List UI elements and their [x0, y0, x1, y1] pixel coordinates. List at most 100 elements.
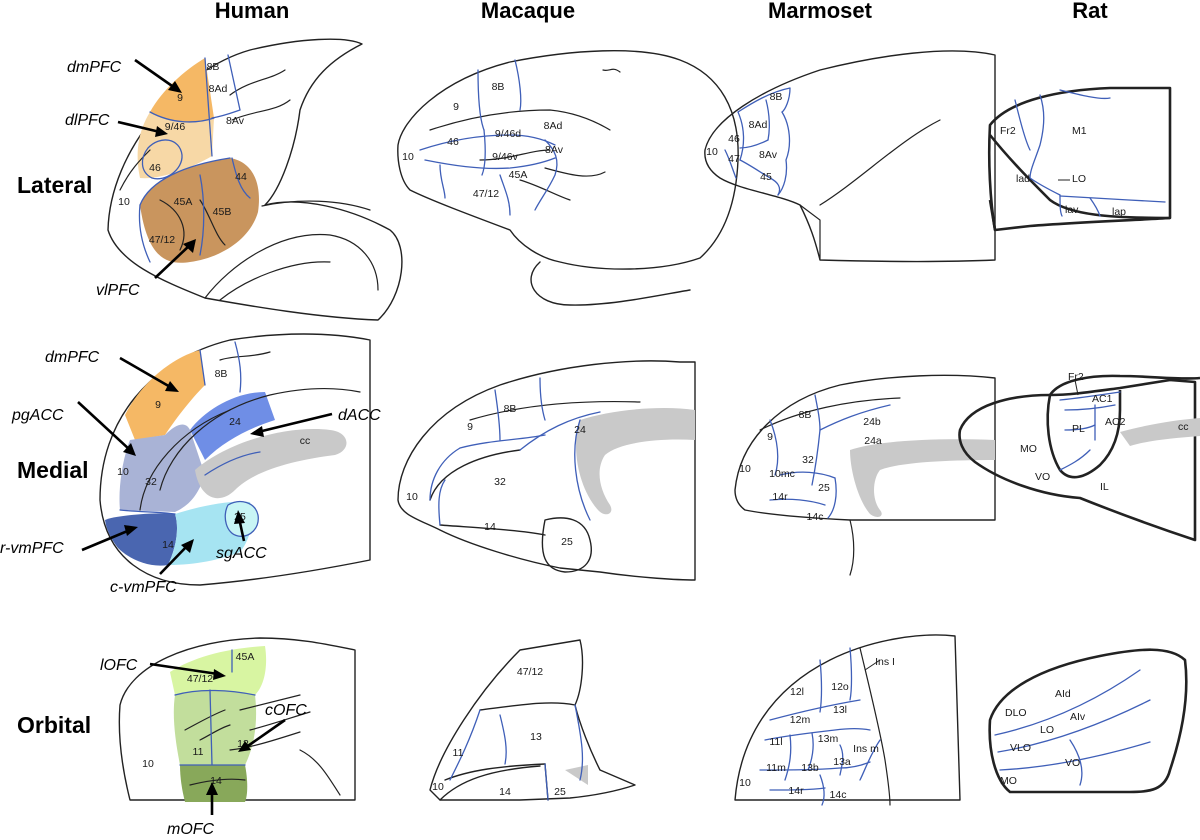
svg-text:AIv: AIv: [1070, 711, 1086, 723]
svg-text:9: 9: [767, 431, 773, 443]
human-orb-cofc: [173, 690, 257, 765]
rat-orbital-brain: DLO AId AIv LO VLO VO MO: [988, 648, 1188, 794]
svg-text:10: 10: [432, 781, 444, 793]
row-label-lateral: Lateral: [17, 172, 92, 198]
svg-text:45A: 45A: [236, 651, 255, 663]
svg-text:32: 32: [802, 454, 814, 466]
svg-text:8Ad: 8Ad: [544, 120, 563, 132]
svg-text:MO: MO: [1020, 443, 1037, 455]
svg-text:12o: 12o: [831, 681, 849, 693]
svg-text:10: 10: [402, 151, 414, 163]
label-human-med-rvmpfc: r-vmPFC: [0, 540, 64, 557]
label-human-med-cvmpfc: c-vmPFC: [110, 579, 177, 596]
svg-text:32: 32: [494, 476, 506, 488]
human-dmpfc-region: [150, 58, 214, 122]
svg-text:lad: lad: [1016, 173, 1030, 185]
human-medial-brain: 8B 9 24 cc 10 32 25 14 dmPFC pgACC dACC …: [0, 333, 381, 596]
svg-text:14r: 14r: [788, 785, 804, 797]
svg-text:10: 10: [142, 758, 154, 770]
svg-text:12l: 12l: [790, 686, 804, 698]
svg-text:cc: cc: [300, 435, 311, 447]
human-lateral-brain: 8B 9 8Ad 9/46 8Av 46 10 44 45A 45B 47/12…: [65, 38, 403, 321]
label-human-lat-dlpfc: dlPFC: [65, 112, 110, 129]
svg-text:10: 10: [739, 777, 751, 789]
svg-text:8Av: 8Av: [759, 149, 778, 161]
svg-text:47/12: 47/12: [187, 673, 213, 685]
svg-text:13m: 13m: [818, 733, 839, 745]
svg-text:47/12: 47/12: [473, 188, 499, 200]
svg-text:47: 47: [728, 153, 740, 165]
svg-text:Fr2: Fr2: [1068, 371, 1084, 383]
svg-text:12m: 12m: [790, 714, 811, 726]
svg-text:47/12: 47/12: [149, 234, 175, 246]
svg-text:10: 10: [118, 196, 130, 208]
svg-text:13: 13: [530, 731, 542, 743]
svg-text:24: 24: [574, 424, 586, 436]
svg-text:44: 44: [235, 171, 247, 183]
svg-text:MO: MO: [1000, 775, 1017, 787]
svg-text:8B: 8B: [504, 403, 517, 415]
svg-text:LO: LO: [1040, 724, 1054, 736]
svg-text:14r: 14r: [772, 491, 788, 503]
svg-text:46: 46: [728, 133, 740, 145]
row-label-medial: Medial: [17, 457, 89, 483]
svg-text:8B: 8B: [492, 81, 505, 93]
svg-text:Ins m: Ins m: [853, 743, 879, 755]
label-human-lat-dmpfc: dmPFC: [67, 59, 122, 76]
rat-medial-brain: Fr2 AC1 PL AC2 MO cc VO IL: [958, 371, 1200, 542]
svg-text:11l: 11l: [769, 736, 782, 748]
svg-text:IL: IL: [1100, 481, 1109, 493]
row-label-orbital: Orbital: [17, 712, 91, 738]
macaque-orbital-brain: 47/12 13 11 10 14 25: [429, 639, 636, 801]
svg-text:13: 13: [237, 738, 249, 750]
svg-text:25: 25: [818, 482, 830, 494]
label-human-lat-vlpfc: vlPFC: [96, 282, 140, 299]
svg-text:9/46d: 9/46d: [495, 128, 521, 140]
svg-text:14c: 14c: [807, 511, 824, 523]
svg-text:9: 9: [177, 92, 183, 104]
svg-text:45B: 45B: [213, 206, 232, 218]
label-human-med-pgacc: pgACC: [11, 407, 64, 424]
macaque-medial-brain: 8B 9 24 32 10 14 25: [397, 360, 696, 581]
svg-text:8Ad: 8Ad: [209, 83, 228, 95]
header-macaque: Macaque: [481, 0, 575, 23]
svg-text:10: 10: [117, 466, 129, 478]
svg-text:8B: 8B: [207, 61, 220, 73]
svg-text:14: 14: [210, 775, 222, 787]
svg-text:24b: 24b: [863, 416, 881, 428]
svg-text:lap: lap: [1112, 206, 1126, 218]
svg-text:VLO: VLO: [1010, 742, 1031, 754]
svg-text:10mc: 10mc: [769, 468, 795, 480]
svg-text:10: 10: [406, 491, 418, 503]
svg-text:9/46: 9/46: [165, 121, 186, 133]
svg-text:8B: 8B: [215, 368, 228, 380]
svg-text:11: 11: [453, 747, 464, 759]
svg-text:AId: AId: [1055, 688, 1071, 700]
human-orbital-brain: 45A 47/12 10 11 13 14 lOFC cOFC mOFC: [100, 637, 356, 838]
svg-text:14: 14: [162, 539, 174, 551]
svg-text:VO: VO: [1065, 757, 1080, 769]
svg-text:11m: 11m: [766, 762, 786, 774]
svg-text:14: 14: [484, 521, 496, 533]
marmoset-orbital-brain: 12o Ins I 12l 13l 12m 11l 13m Ins m 11m …: [734, 634, 961, 806]
svg-text:cc: cc: [1178, 421, 1189, 433]
svg-text:47/12: 47/12: [517, 666, 543, 678]
svg-text:14c: 14c: [830, 789, 847, 801]
svg-text:LO: LO: [1072, 173, 1086, 185]
row-labels: Lateral Medial Orbital: [17, 172, 92, 738]
label-human-orb-lofc: lOFC: [100, 657, 138, 674]
svg-text:25: 25: [554, 786, 566, 798]
label-human-orb-cofc: cOFC: [265, 702, 307, 719]
human-med-dacc: [190, 392, 275, 460]
macaque-lateral-brain: 8B 9 8Ad 9/46d 10 46 9/46v 8Av 45A 47/12: [397, 50, 739, 306]
svg-text:45A: 45A: [174, 196, 193, 208]
svg-text:8Av: 8Av: [545, 144, 564, 156]
svg-text:PL: PL: [1072, 423, 1085, 435]
svg-text:45A: 45A: [509, 169, 528, 181]
svg-text:VO: VO: [1035, 471, 1050, 483]
svg-text:8B: 8B: [799, 409, 812, 421]
marmoset-lateral-brain: 8B 8Ad 46 8Av 10 47 45: [704, 50, 996, 263]
rat-lateral-brain: Fr2 M1 lad LO lav lap: [987, 86, 1172, 232]
human-vlpfc-region: [140, 158, 259, 263]
